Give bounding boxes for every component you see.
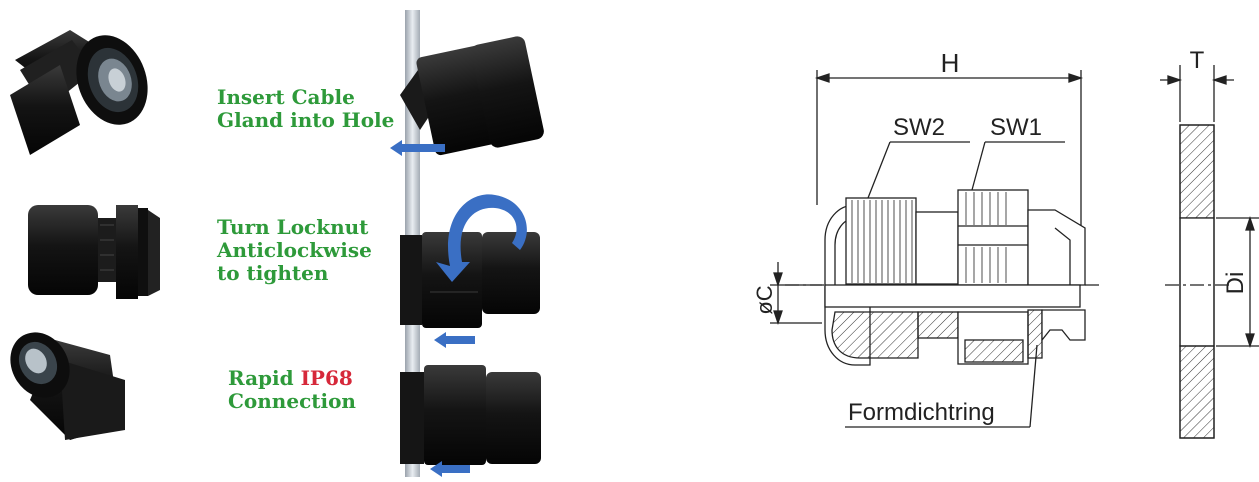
dim-SW2-label: SW2: [893, 114, 945, 141]
step1-line1: Insert Cable: [217, 85, 355, 109]
rotate-arrow: [436, 194, 527, 282]
dimension-drawing: H SW2 SW1 T Formdichtring øC Di: [752, 47, 1259, 439]
dim-H-label: H: [941, 48, 960, 78]
push-arrow-2: [434, 332, 475, 348]
push-arrow-3: [430, 461, 470, 477]
ip68-rating: IP68: [300, 366, 353, 390]
step3-instruction: Rapid IP68 Connection: [228, 367, 356, 413]
installed-gland-3: [400, 365, 541, 465]
dim-T-label: T: [1190, 47, 1205, 74]
technical-drawing-panel: H SW2 SW1 T Formdichtring øC Di: [740, 0, 1259, 477]
step2-line2: Anticlockwise: [217, 238, 372, 262]
step1-line2: Gland into Hole: [217, 108, 395, 132]
step2-line3: to tighten: [217, 261, 329, 285]
dim-SW1-label: SW1: [990, 114, 1042, 141]
seal-label: Formdichtring: [848, 399, 995, 426]
cable-gland-image-3: [10, 332, 125, 440]
step3-line2: Connection: [228, 389, 356, 413]
step3-prefix: Rapid: [228, 366, 301, 390]
cable-gland-image-1: [10, 30, 148, 155]
installation-illustration: [10, 10, 544, 477]
step3-line1: Rapid IP68: [228, 367, 356, 390]
step2-line1: Turn Locknut: [217, 215, 369, 239]
step2-instruction: Turn Locknut Anticlockwise to tighten: [217, 216, 372, 285]
installed-gland-1: [400, 36, 544, 156]
dim-C-label: øC: [752, 285, 777, 314]
push-arrow-1: [390, 140, 445, 156]
cable-gland-image-2: [28, 205, 160, 299]
step1-instruction: Insert Cable Gland into Hole: [217, 86, 394, 132]
dim-Di-label: Di: [1222, 272, 1249, 295]
installation-steps-panel: Insert Cable Gland into Hole Turn Locknu…: [0, 0, 560, 477]
